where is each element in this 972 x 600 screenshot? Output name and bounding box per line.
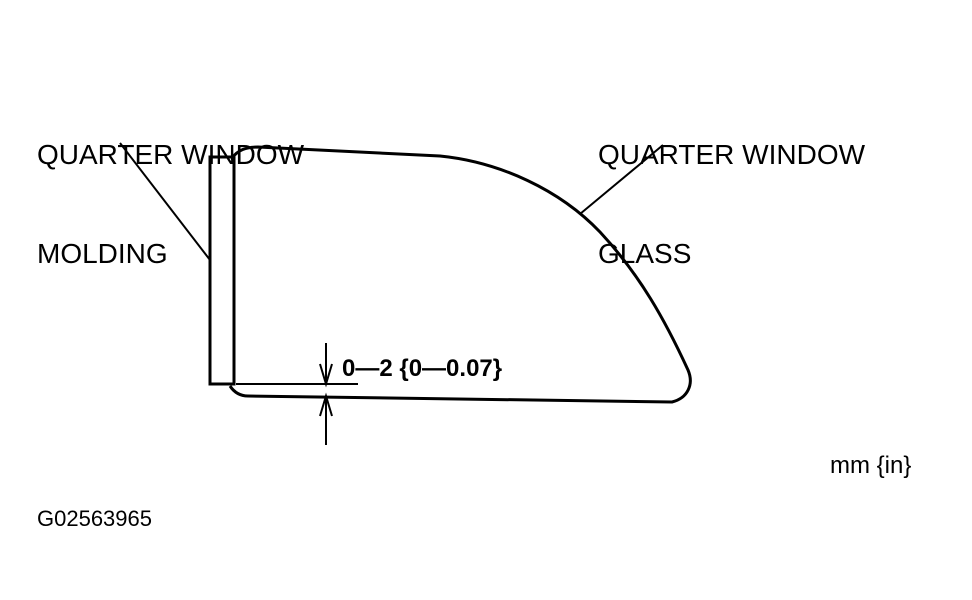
label-glass-line-2: GLASS [598,238,692,269]
dimension-arrow-top-head [319,363,333,388]
label-molding-line-2: MOLDING [37,238,168,269]
label-glass-line-1: QUARTER WINDOW [598,139,866,170]
units-label: mm {in} [830,452,912,479]
label-quarter-window-glass: QUARTER WINDOW GLASS [598,72,865,303]
quarter-window-molding [208,155,236,386]
molding-leader-line [119,142,211,261]
label-molding-line-1: QUARTER WINDOW [37,139,305,170]
quarter-window-glass-outline [228,145,692,404]
glass-leader-line [579,144,664,215]
dimension-text: 0—2 {0—0.07} [342,355,503,382]
dimension-arrow-bottom-head [319,392,333,417]
figure-code: G02563965 [37,506,152,531]
label-quarter-window-molding: QUARTER WINDOW MOLDING [37,72,304,303]
